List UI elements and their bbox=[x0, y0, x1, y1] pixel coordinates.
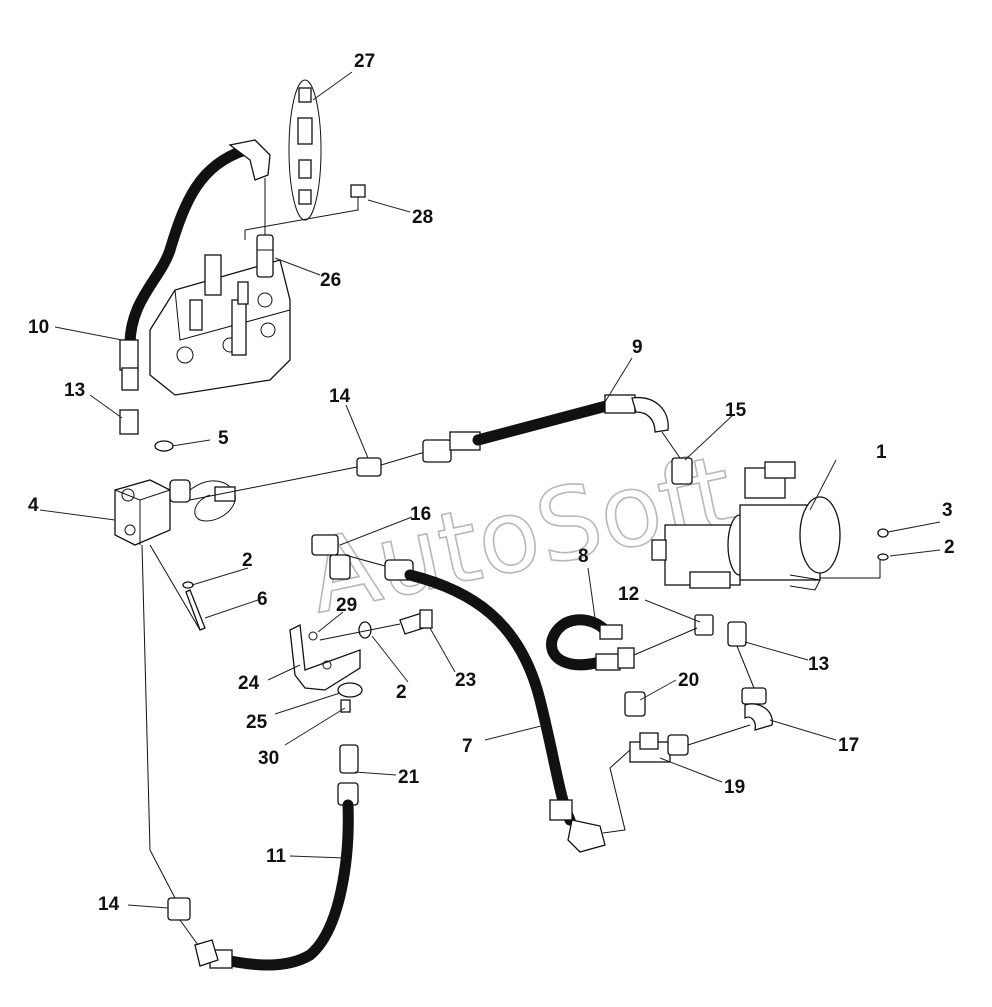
callout-21: 21 bbox=[398, 767, 420, 788]
hose-10 bbox=[119, 139, 271, 391]
callout-8: 8 bbox=[578, 546, 589, 567]
callout-16: 16 bbox=[410, 504, 431, 525]
callout-2: 2 bbox=[396, 682, 407, 703]
callout-17: 17 bbox=[838, 735, 859, 756]
callout-10: 10 bbox=[28, 317, 49, 338]
leader-lines bbox=[39, 71, 941, 909]
callout-20: 20 bbox=[678, 670, 699, 691]
callout-25: 25 bbox=[246, 712, 268, 733]
callout-2: 2 bbox=[944, 537, 955, 558]
callout-26: 26 bbox=[320, 270, 341, 291]
callout-4: 4 bbox=[28, 495, 39, 516]
callout-27: 27 bbox=[354, 51, 375, 72]
fitting-12 bbox=[694, 614, 714, 636]
washer-2-right bbox=[877, 553, 889, 561]
callout-28: 28 bbox=[412, 207, 433, 228]
fitting-14-lower bbox=[141, 544, 199, 946]
callout-23: 23 bbox=[455, 670, 476, 691]
elbow-17 bbox=[687, 645, 773, 746]
fitting-13-right bbox=[727, 621, 747, 647]
hose-7 bbox=[384, 559, 631, 853]
callout-13: 13 bbox=[64, 380, 85, 401]
fitting-14-upper bbox=[356, 457, 382, 477]
washer-5 bbox=[154, 440, 174, 452]
callout-13: 13 bbox=[808, 654, 829, 675]
fitting-26 bbox=[256, 234, 274, 278]
hose-8 bbox=[546, 614, 698, 671]
fitting-15 bbox=[671, 457, 693, 485]
fitting-21 bbox=[339, 744, 359, 774]
callout-2: 2 bbox=[242, 550, 253, 571]
valve-manifold bbox=[149, 254, 291, 396]
fitting-28 bbox=[244, 184, 366, 240]
fitting-13-left bbox=[119, 409, 139, 435]
fitting-group-27 bbox=[288, 79, 322, 221]
callout-5: 5 bbox=[218, 428, 229, 449]
callout-14: 14 bbox=[98, 894, 120, 915]
callout-14: 14 bbox=[329, 386, 351, 407]
block-4 bbox=[114, 479, 236, 546]
pump-motor-1 bbox=[651, 461, 841, 591]
callout-29: 29 bbox=[336, 595, 357, 616]
bolt-3 bbox=[877, 528, 889, 538]
callout-19: 19 bbox=[724, 777, 745, 798]
callout-12: 12 bbox=[618, 584, 639, 605]
hose-9 bbox=[422, 394, 669, 463]
callout-11: 11 bbox=[266, 846, 287, 867]
tee-fitting-19 bbox=[629, 732, 689, 763]
callout-1: 1 bbox=[876, 442, 887, 463]
callout-7: 7 bbox=[462, 736, 473, 757]
callout-labels: 1 2 2 2 3 4 5 6 7 8 9 10 11 12 13 13 14 … bbox=[28, 51, 955, 915]
hose-11 bbox=[194, 782, 359, 971]
callout-30: 30 bbox=[258, 748, 279, 769]
washer-2-left bbox=[182, 581, 194, 589]
callout-6: 6 bbox=[257, 589, 268, 610]
bolt-23 bbox=[399, 609, 433, 635]
fitting-16 bbox=[311, 534, 386, 580]
callout-15: 15 bbox=[725, 400, 747, 421]
callout-3: 3 bbox=[942, 500, 953, 521]
callout-24: 24 bbox=[238, 673, 260, 694]
callout-9: 9 bbox=[632, 337, 643, 358]
bracket-24 bbox=[289, 624, 361, 691]
nut-30 bbox=[340, 699, 351, 713]
clamp-25 bbox=[337, 682, 363, 698]
fitting-20 bbox=[624, 691, 646, 717]
bolt-6 bbox=[185, 589, 206, 631]
